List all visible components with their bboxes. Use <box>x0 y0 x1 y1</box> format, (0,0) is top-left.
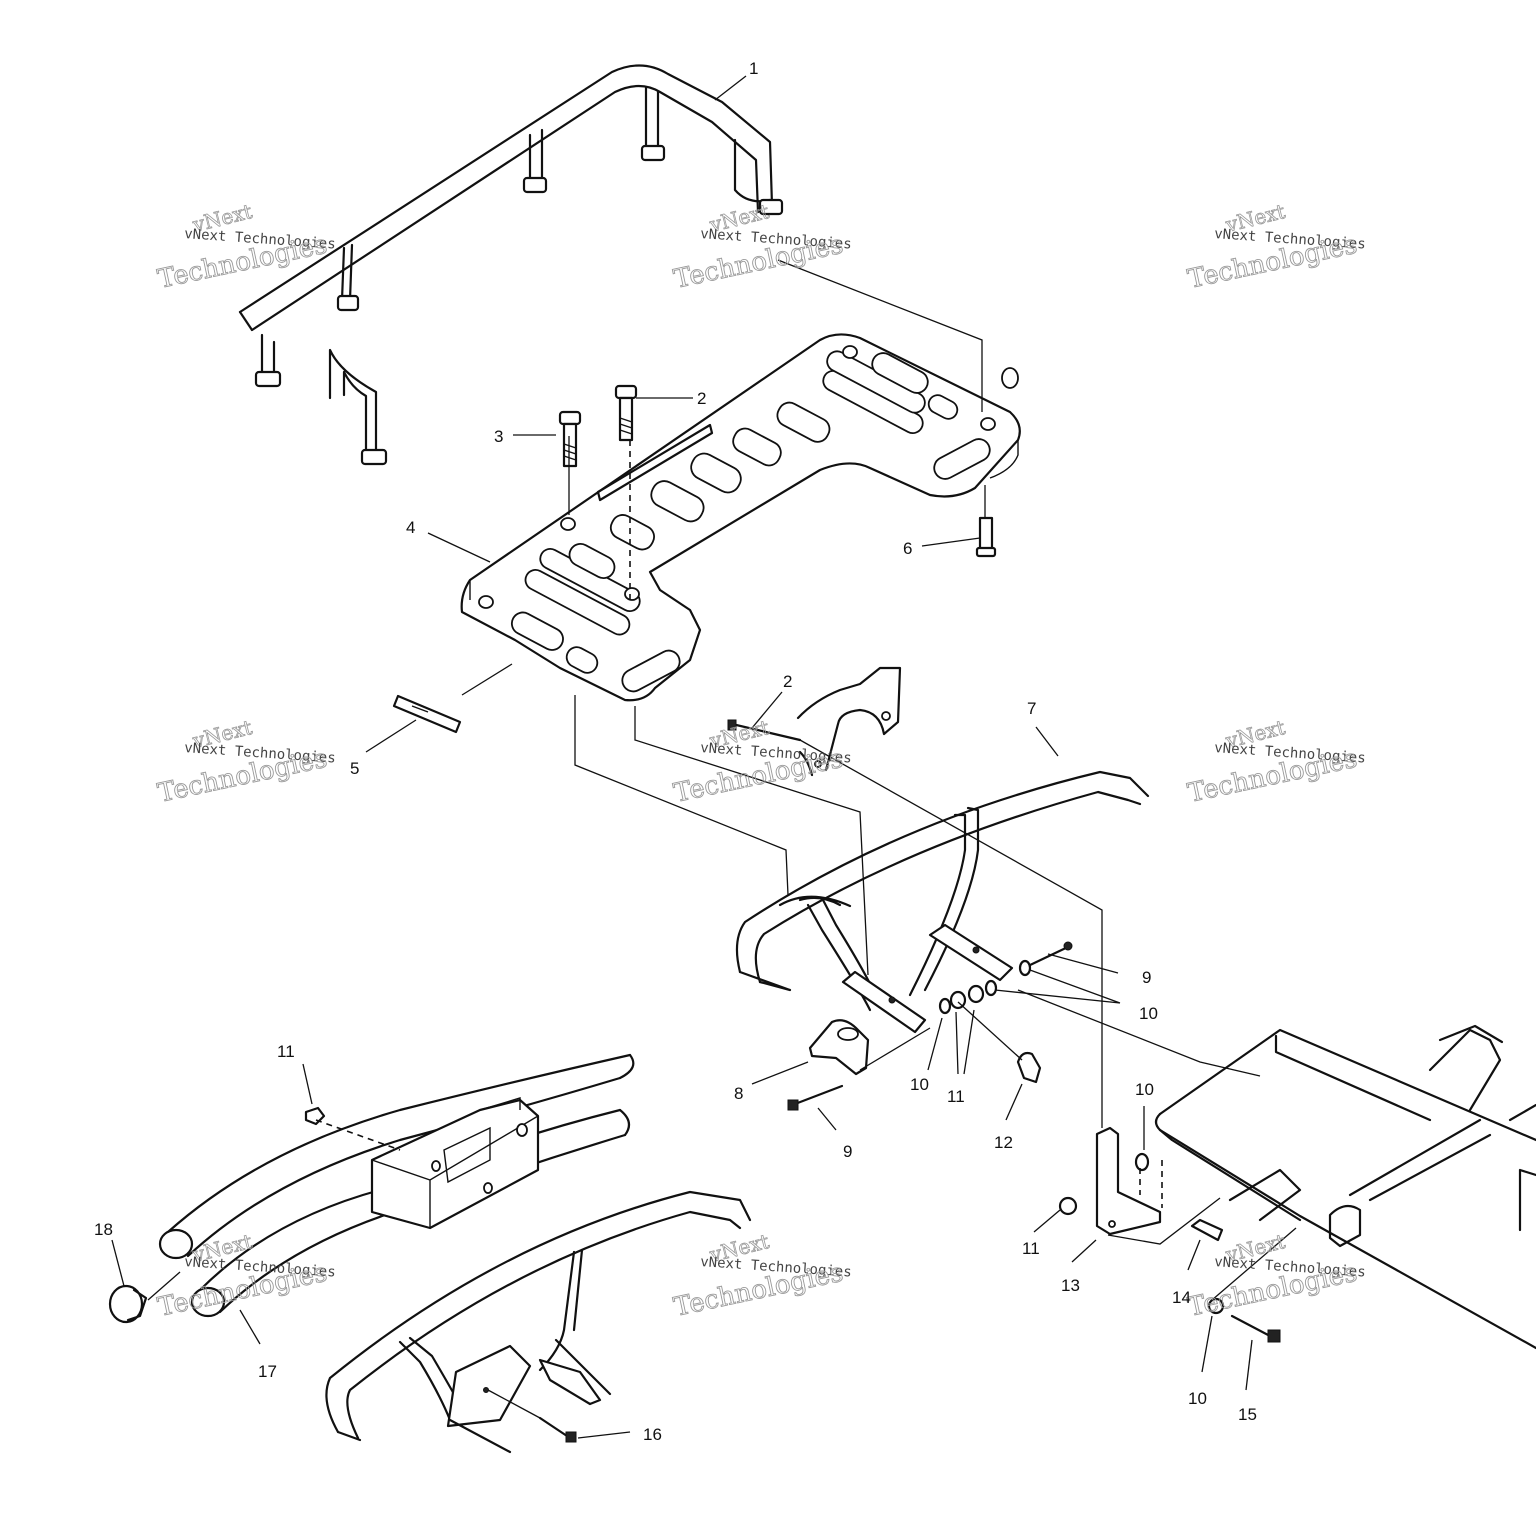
bracket-part-8 <box>808 1019 870 1076</box>
callout-18: 18 <box>94 1220 113 1239</box>
hitch-bracket <box>796 666 902 777</box>
callout-2: 2 <box>697 389 706 408</box>
bumper-block <box>370 1097 540 1230</box>
callout-6: 6 <box>903 539 912 558</box>
bracket-part-14 <box>1190 1218 1224 1242</box>
bolt-part-2-top <box>614 384 638 442</box>
rack-rail-part-1 <box>238 64 784 466</box>
callout-13: 13 <box>1061 1276 1080 1295</box>
clamp-part-12 <box>1016 1051 1042 1084</box>
vehicle-frame <box>1154 1024 1536 1350</box>
bolt-part-3 <box>558 410 582 468</box>
callout-10d: 10 <box>1188 1389 1207 1408</box>
front-guard-part-16 <box>325 1190 752 1454</box>
callout-8: 8 <box>734 1084 743 1103</box>
washers-nuts <box>304 959 1225 1315</box>
bracket-part-13 <box>1095 1126 1162 1236</box>
end-cap-part-18 <box>108 1284 148 1324</box>
decal-part-5 <box>392 694 462 734</box>
callout-15: 15 <box>1238 1405 1257 1424</box>
leader-lines <box>111 75 1297 1439</box>
bumper-part-7 <box>735 770 1150 1034</box>
bolt-part-6 <box>975 516 997 558</box>
callout-11c: 11 <box>1022 1239 1040 1258</box>
callout-7: 7 <box>1027 699 1036 718</box>
bolt-part-15 <box>1230 1314 1281 1343</box>
callouts: 1 2 3 4 5 6 2 7 9 10 8 10 11 9 12 11 10 … <box>94 59 1257 1444</box>
watermark: vNext vNext Technologies Technologies vN… <box>155 199 1366 1324</box>
callout-3: 3 <box>494 427 503 446</box>
callout-14: 14 <box>1172 1288 1191 1307</box>
rack-platform-part-4 <box>460 333 1021 702</box>
bolt-part-9-lower <box>787 1084 844 1111</box>
callout-10b: 10 <box>910 1075 929 1094</box>
bolt-part-2-lower <box>727 719 802 742</box>
callout-9b: 9 <box>843 1142 852 1161</box>
callout-12: 12 <box>994 1133 1013 1152</box>
callout-9: 9 <box>1142 968 1151 987</box>
callout-1: 1 <box>749 59 758 78</box>
callout-10c: 10 <box>1135 1080 1154 1099</box>
callout-11: 11 <box>947 1087 965 1106</box>
callout-17: 17 <box>258 1362 277 1381</box>
callout-5: 5 <box>350 759 359 778</box>
callout-16: 16 <box>643 1425 662 1444</box>
callout-11b: 11 <box>277 1042 295 1061</box>
bolt-part-9-upper <box>1026 941 1073 968</box>
callout-10: 10 <box>1139 1004 1158 1023</box>
callout-4: 4 <box>406 518 415 537</box>
callout-2b: 2 <box>783 672 792 691</box>
